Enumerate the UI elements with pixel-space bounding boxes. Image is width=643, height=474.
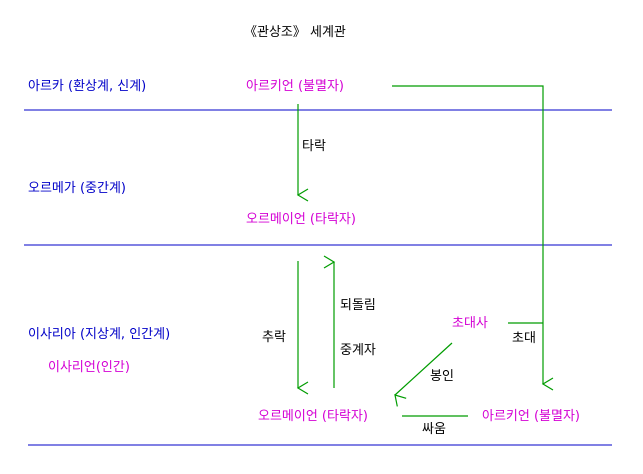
seal-arrow [394, 342, 453, 407]
descent-label: 추락 [262, 330, 286, 345]
arkion-top-node: 아르키언 (불멸자) [246, 79, 344, 94]
chodaesa-node: 초대사 [452, 316, 488, 331]
ormeion-mid-node: 오르메이언 (타락자) [246, 212, 356, 227]
mediator-label: 중계자 [340, 343, 376, 358]
invite-label: 초대 [512, 331, 536, 346]
realm-arka-label: 아르카 (환상계, 신계) [28, 79, 147, 94]
realm-isaria-label: 이사리아 (지상계, 인간계) [28, 327, 171, 342]
ormeion-bottom-node: 오르메이언 (타락자) [258, 409, 368, 424]
diagram-title: 《관상조》 세계관 [244, 25, 346, 40]
invite-path [392, 85, 554, 391]
return-label: 되돌림 [340, 298, 376, 313]
isarion-label: 이사리언(인간) [48, 360, 130, 375]
realm-ormega-label: 오르메가 (중간계) [28, 181, 126, 196]
seal-label: 봉인 [430, 369, 454, 384]
fall-label: 타락 [302, 139, 326, 154]
arkion-bottom-node: 아르키언 (불멸자) [482, 409, 580, 424]
fight-label: 싸움 [422, 422, 446, 437]
